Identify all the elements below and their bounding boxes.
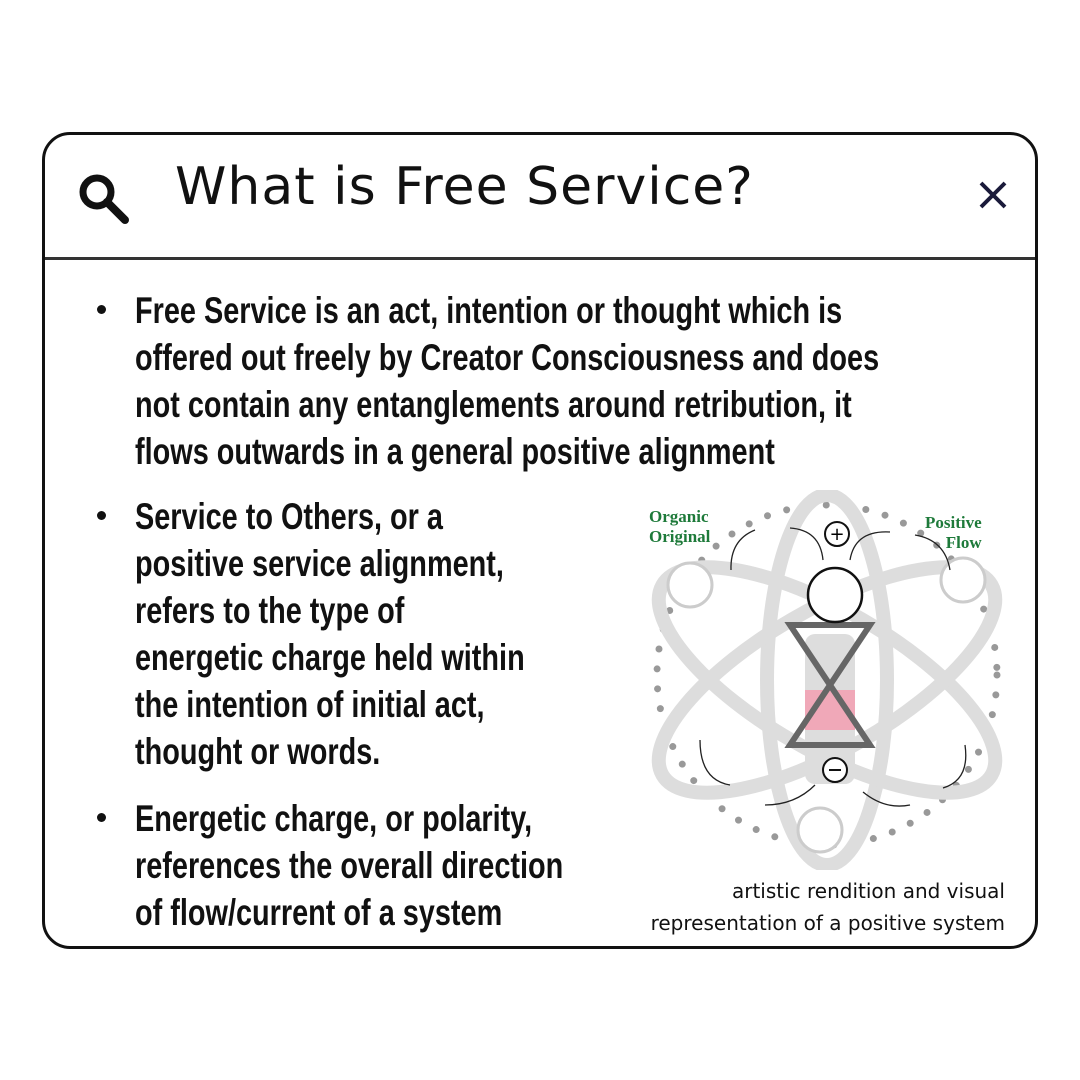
text-line: energetic charge held within (135, 637, 525, 678)
text-line: references the overall direction (135, 845, 564, 886)
text-line: the intention of initial act, (135, 684, 485, 725)
text-line: flows outwards in a general positive ali… (135, 431, 775, 472)
text-line: Free Service is an act, intention or tho… (135, 290, 843, 331)
text-line: Energetic charge, or polarity, (135, 798, 533, 839)
text-line: refers to the type of (135, 590, 405, 631)
nucleus-circle (806, 566, 864, 624)
text-line: Service to Others, or a (135, 496, 443, 537)
search-header: What is Free Service? (45, 135, 1035, 260)
text-line: positive service alignment, (135, 543, 504, 584)
plus-icon (824, 521, 850, 547)
text-line: of flow/current of a system (135, 892, 503, 933)
electron (666, 561, 714, 609)
flow-arrows (699, 527, 967, 807)
svg-text:+: + (829, 524, 844, 545)
text-line: not contain any entanglements around ret… (135, 384, 852, 425)
electron (796, 806, 844, 854)
text-line: offered out freely by Creator Consciousn… (135, 337, 880, 378)
vertical-orbit (760, 490, 894, 870)
text-line: thought or words. (135, 731, 381, 772)
orbit-ring (651, 560, 1003, 800)
close-icon[interactable] (975, 177, 1011, 213)
bullet-dot (97, 813, 106, 822)
bullet-dot (97, 511, 106, 520)
bullet-dot (97, 305, 106, 314)
info-card: What is Free Service? Free Service is an… (42, 132, 1038, 949)
dotted-orbit (653, 501, 1001, 849)
search-title: What is Free Service? (175, 157, 754, 217)
search-icon[interactable] (75, 170, 131, 226)
positive-system-diagram: + (651, 490, 1003, 870)
electron (939, 556, 987, 604)
hourglass-icon (784, 622, 876, 748)
